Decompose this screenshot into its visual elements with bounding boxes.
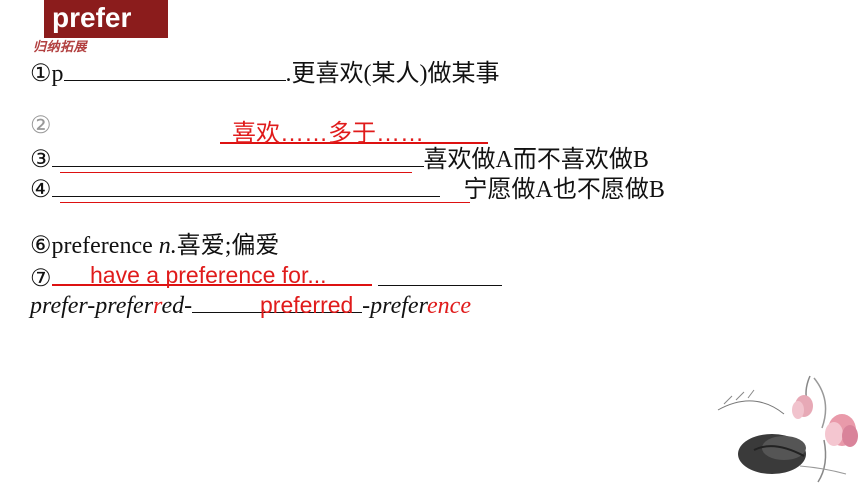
item-6-meaning: 喜爱;偏爱 [176, 233, 280, 259]
item-2-number: ② [30, 113, 52, 139]
item-1-tail: .更喜欢(某人)做某事 [285, 61, 500, 87]
forms-r: r [153, 293, 162, 319]
item-4-blank[interactable] [51, 176, 440, 197]
item-7-number: ⑦ [30, 266, 52, 292]
item-4-tail: 宁愿做A也不愿做B [463, 177, 665, 203]
forms-prefix: prefer-prefer [30, 293, 154, 319]
item-7-blank[interactable] [51, 262, 372, 286]
item-3-blank[interactable] [51, 146, 424, 167]
item-7: ⑦ [30, 262, 502, 293]
forms-answer: preferred [260, 292, 354, 318]
item-2-answer: 喜欢……多于…… [232, 120, 424, 147]
forms-dash: -prefer [362, 293, 428, 319]
item-1-lead: p [51, 61, 64, 87]
item-3-answer-line [60, 172, 412, 173]
forms-blank[interactable] [192, 292, 363, 313]
item-4-answer-line [60, 202, 470, 203]
item-6-word: preference [51, 233, 153, 259]
item-6: ⑥preference n.喜爱;偏爱 [30, 232, 279, 260]
item-1-number: ① [30, 61, 52, 87]
item-6-pos: n. [158, 233, 177, 259]
item-7-answer: have a preference for... [90, 262, 327, 288]
item-1-blank[interactable] [63, 60, 286, 81]
item-3-number: ③ [30, 147, 52, 173]
section-subtitle: 归纳拓展 [33, 40, 88, 55]
item-4: ④ 宁愿做A也不愿做B [30, 176, 665, 204]
item-7-blank-2[interactable] [377, 265, 502, 286]
forms-ence: ence [427, 293, 471, 319]
item-3: ③ 喜欢做A而不喜欢做B [30, 146, 649, 174]
lotus-painting-icon [717, 375, 858, 483]
item-6-number: ⑥ [30, 233, 52, 259]
forms-suffix: ed- [161, 293, 193, 319]
section-title: prefer [44, 0, 168, 38]
item-1: ①p .更喜欢(某人)做某事 [30, 60, 500, 88]
item-4-number: ④ [30, 177, 52, 203]
word-forms: prefer-preferred- -preference [30, 292, 471, 320]
item-3-tail: 喜欢做A而不喜欢做B [423, 147, 649, 173]
item-2-blank[interactable] [220, 118, 488, 144]
